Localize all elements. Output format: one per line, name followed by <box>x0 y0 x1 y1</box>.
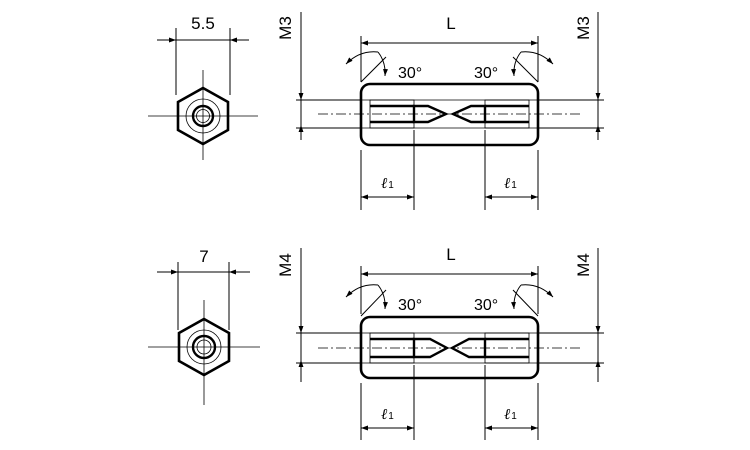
side-view-m3: M3 M3 L 30° 30° <box>276 12 604 210</box>
angle-label-right: 30° <box>474 65 498 82</box>
thread-label-left: M3 <box>276 16 295 40</box>
spacer-body <box>359 82 540 147</box>
hex-width-label: 5.5 <box>191 14 215 33</box>
spacer-body <box>359 315 540 380</box>
depth-label-left: ℓ1 <box>381 176 394 192</box>
side-view-m4: M4 M4 L 30° 30° <box>276 245 604 440</box>
view-m3: 5.5 M3 M3 <box>148 12 604 210</box>
angle-arc-left <box>345 51 379 65</box>
length-label: L <box>446 14 455 33</box>
angle-label-left: 30° <box>398 65 422 82</box>
depth-label-right: ℓ1 <box>504 407 517 423</box>
hex-end-view-m4: 7 <box>148 247 260 405</box>
thread-label-right: M3 <box>574 16 593 40</box>
depth-label-right: ℓ1 <box>504 176 517 192</box>
angle-label-right: 30° <box>474 297 498 314</box>
angle-arc-right <box>520 51 554 65</box>
view-m4: 7 M4 M4 L <box>148 245 604 440</box>
hex-width-label: 7 <box>199 247 208 266</box>
hex-end-view-m3: 5.5 <box>148 14 258 160</box>
length-label: L <box>446 245 455 264</box>
thread-label-left: M4 <box>276 253 295 277</box>
angle-label-left: 30° <box>398 297 422 314</box>
depth-label-left: ℓ1 <box>381 407 394 423</box>
thread-label-right: M4 <box>574 253 593 277</box>
